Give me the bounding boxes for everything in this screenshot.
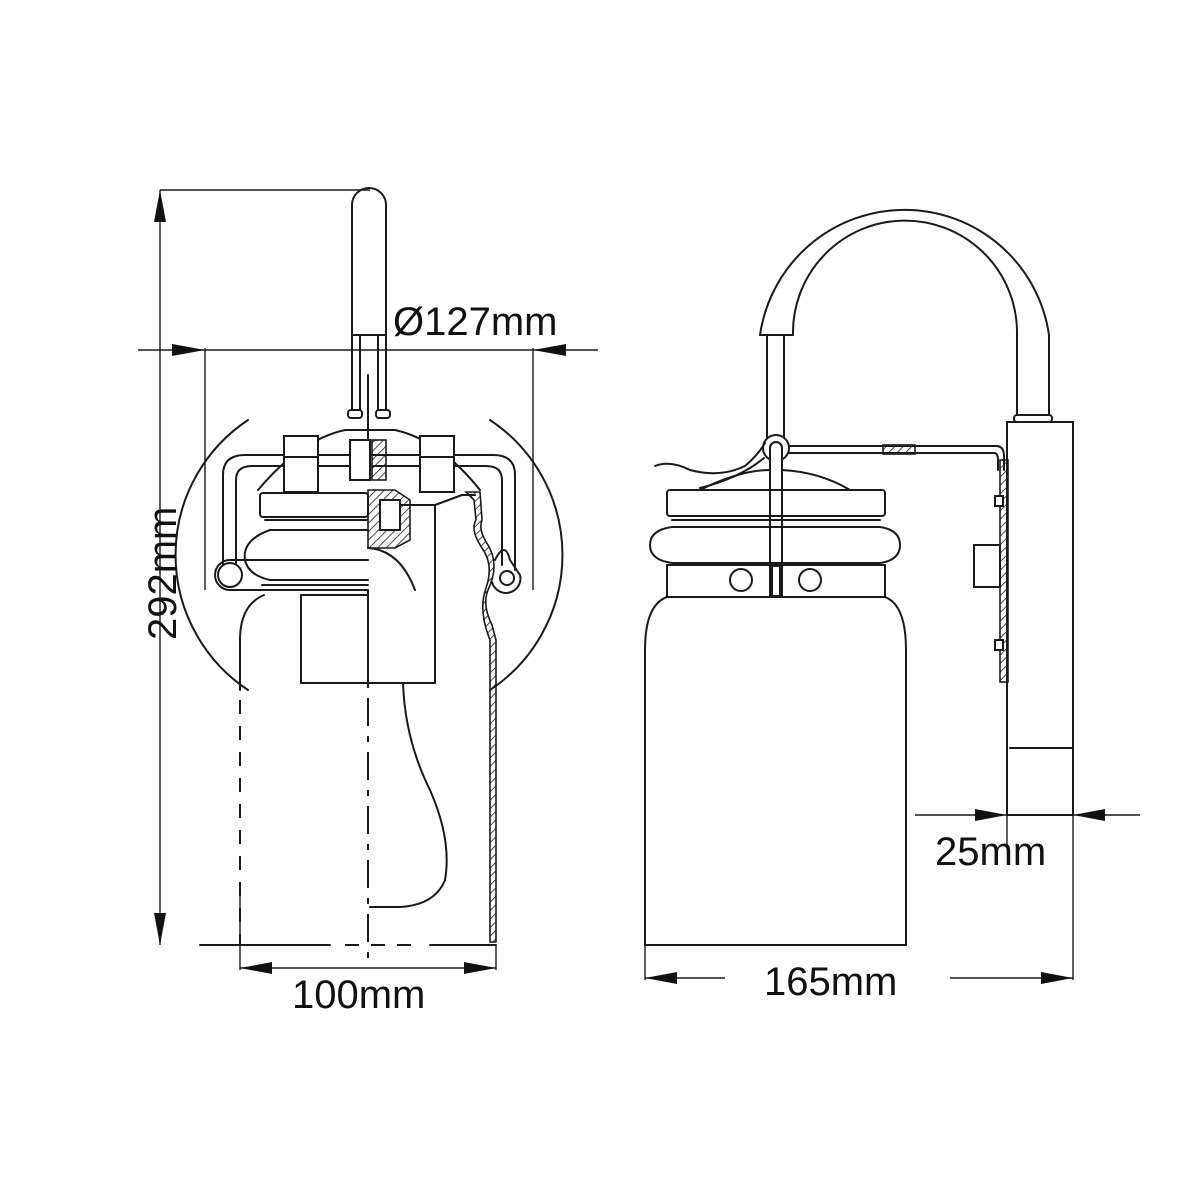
bail-band-left <box>214 559 369 591</box>
dim-backplate-depth: 25mm <box>935 830 1046 874</box>
junction-box <box>973 544 1001 588</box>
side-jar-body <box>644 596 907 946</box>
jar-rim <box>243 529 369 581</box>
dim-backplate-diameter: Ø127mm <box>393 300 558 344</box>
bulb <box>369 682 448 908</box>
wire <box>654 442 766 475</box>
jar-lid <box>259 492 369 518</box>
pivot-left <box>217 562 243 588</box>
wall-backplate <box>1006 421 1074 816</box>
backplate-outline <box>174 419 564 691</box>
curved-arm <box>759 208 1050 416</box>
dim-projection: 165mm <box>764 960 897 1004</box>
stem <box>351 187 387 336</box>
pivot-right <box>499 570 515 586</box>
side-jar-rim <box>649 526 901 564</box>
dim-height: 292mm <box>141 507 185 640</box>
side-view: 25mm 165mm <box>644 208 1140 1004</box>
front-view: 292mm Ø127mm 100mm <box>138 187 598 1017</box>
dim-shade-width: 100mm <box>292 973 425 1017</box>
side-jar-lid <box>666 489 886 517</box>
socket-body <box>300 594 369 684</box>
glass-wall-section <box>464 491 497 943</box>
